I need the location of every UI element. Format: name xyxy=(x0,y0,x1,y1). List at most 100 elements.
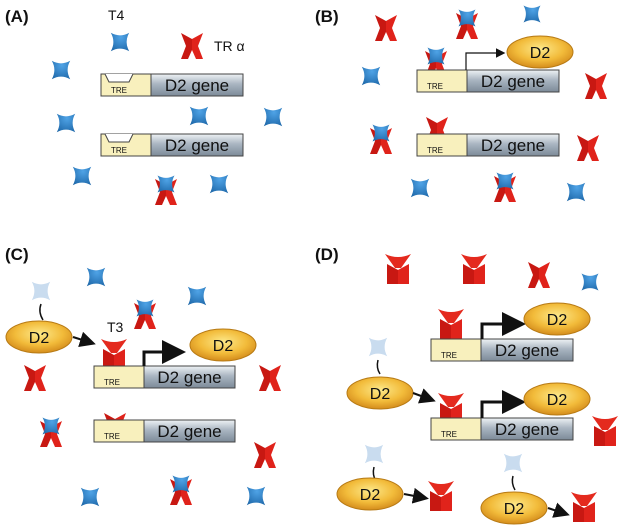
d2-label: D2 xyxy=(360,487,381,504)
d2-gene-construct: TRE D2 gene xyxy=(100,73,244,97)
tr-t3-bound-icon xyxy=(592,416,618,446)
tr-alpha-receptor-icon xyxy=(24,365,46,391)
tr-t3-bound-icon xyxy=(438,309,464,339)
d2-label: D2 xyxy=(547,392,568,409)
arrow-icon xyxy=(547,502,570,518)
d2-gene-construct: TRE D2 gene xyxy=(93,419,236,443)
tr-t3-bound-icon xyxy=(571,492,597,522)
t4-hormone-icon xyxy=(209,174,229,194)
t4-inactive-icon xyxy=(368,337,388,357)
t4-hormone-icon xyxy=(189,106,209,126)
t4-hormone-icon xyxy=(110,32,130,52)
gene-box xyxy=(150,133,244,157)
t4-hormone-icon xyxy=(51,60,71,80)
d2-label: D2 xyxy=(530,45,551,62)
tr-alpha-receptor-icon xyxy=(577,135,599,161)
t4-label: T4 xyxy=(108,7,125,23)
t4-inactive-icon xyxy=(364,444,384,464)
gene-box xyxy=(466,133,560,157)
d2-label: D2 xyxy=(504,501,525,518)
tr-alpha-receptor-icon xyxy=(254,442,276,468)
d2-enzyme: D2 xyxy=(523,382,591,416)
t4-hormone-icon xyxy=(523,5,541,23)
t4-hormone-icon xyxy=(86,267,106,287)
d2-gene-construct: TRE D2 gene xyxy=(430,338,574,362)
d2-label: D2 xyxy=(29,330,50,347)
d2-enzyme: D2 xyxy=(506,35,574,69)
t4-hormone-icon xyxy=(581,273,599,291)
tre-label: TRE xyxy=(111,86,127,95)
d2-enzyme: D2 xyxy=(189,328,257,362)
tre-label: TRE xyxy=(441,430,457,439)
t4-hormone-icon xyxy=(42,417,60,435)
d2-enzyme: D2 xyxy=(336,477,404,511)
gene-box xyxy=(466,69,560,93)
tr-alpha-receptor-icon xyxy=(528,262,550,288)
gene-box xyxy=(143,419,236,443)
t4-hormone-icon xyxy=(136,299,154,317)
tre-label: TRE xyxy=(104,378,120,387)
gene-box xyxy=(143,365,236,389)
t4-hormone-icon xyxy=(372,124,390,142)
t4-hormone-icon xyxy=(172,475,190,493)
gene-label: D2 gene xyxy=(495,341,559,360)
arrow-icon xyxy=(465,48,506,70)
t4-hormone-icon xyxy=(427,47,445,65)
tre-label: TRE xyxy=(104,432,120,441)
gene-label: D2 gene xyxy=(481,72,545,91)
arrow-icon xyxy=(480,312,526,339)
t4-hormone-icon xyxy=(246,486,266,506)
tr-alpha-receptor-icon xyxy=(181,33,203,59)
panel-label-b: (B) xyxy=(315,7,339,26)
panel-label-a: (A) xyxy=(5,7,29,26)
tre-label: TRE xyxy=(427,146,443,155)
tr-alpha-label: TR α xyxy=(214,38,245,54)
tr-t3-bound-icon xyxy=(461,254,487,284)
d2-enzyme: D2 xyxy=(5,320,73,354)
t4-hormone-icon xyxy=(410,178,430,198)
arrow-icon xyxy=(403,487,429,504)
tr-alpha-receptor-icon xyxy=(375,15,397,41)
t4-hormone-icon xyxy=(566,182,586,202)
arrow-icon xyxy=(480,390,526,418)
d2-label: D2 xyxy=(370,386,391,403)
t4-hormone-icon xyxy=(361,66,381,86)
tre-label: TRE xyxy=(441,351,457,360)
d2-label: D2 xyxy=(547,312,568,329)
t4-hormone-icon xyxy=(157,175,175,193)
gene-box xyxy=(480,417,574,441)
tr-alpha-receptor-icon xyxy=(585,73,607,99)
d2-enzyme: D2 xyxy=(480,491,548,525)
t4-hormone-icon xyxy=(187,286,207,306)
t4-inactive-icon xyxy=(503,453,523,473)
d2-gene-construct: TRE D2 gene xyxy=(416,133,560,157)
tr-t3-bound-icon xyxy=(428,481,454,511)
t4-hormone-icon xyxy=(496,172,514,190)
tre-label: TRE xyxy=(111,146,127,155)
t4-hormone-icon xyxy=(72,166,92,186)
gene-label: D2 gene xyxy=(481,136,545,155)
panel-label-d: (D) xyxy=(315,245,339,264)
t4-hormone-icon xyxy=(458,9,476,27)
gene-label: D2 gene xyxy=(157,422,221,441)
d2-label: D2 xyxy=(213,338,234,355)
gene-box xyxy=(150,73,244,97)
gene-label: D2 gene xyxy=(495,420,559,439)
tr-t3-bound-icon xyxy=(385,254,411,284)
panel-label-c: (C) xyxy=(5,245,29,264)
t4-inactive-icon xyxy=(31,281,51,301)
t4-hormone-icon xyxy=(80,487,100,507)
tr-alpha-receptor-icon xyxy=(259,365,281,391)
t4-hormone-icon xyxy=(263,107,283,127)
t3-label: T3 xyxy=(107,319,124,335)
d2-gene-construct: TRE D2 gene xyxy=(430,417,574,441)
gene-label: D2 gene xyxy=(157,368,221,387)
arrow-icon xyxy=(412,388,436,404)
arrow-icon xyxy=(72,331,96,348)
gene-label: D2 gene xyxy=(165,76,229,95)
d2-enzyme: D2 xyxy=(523,302,591,336)
gene-box xyxy=(480,338,574,362)
